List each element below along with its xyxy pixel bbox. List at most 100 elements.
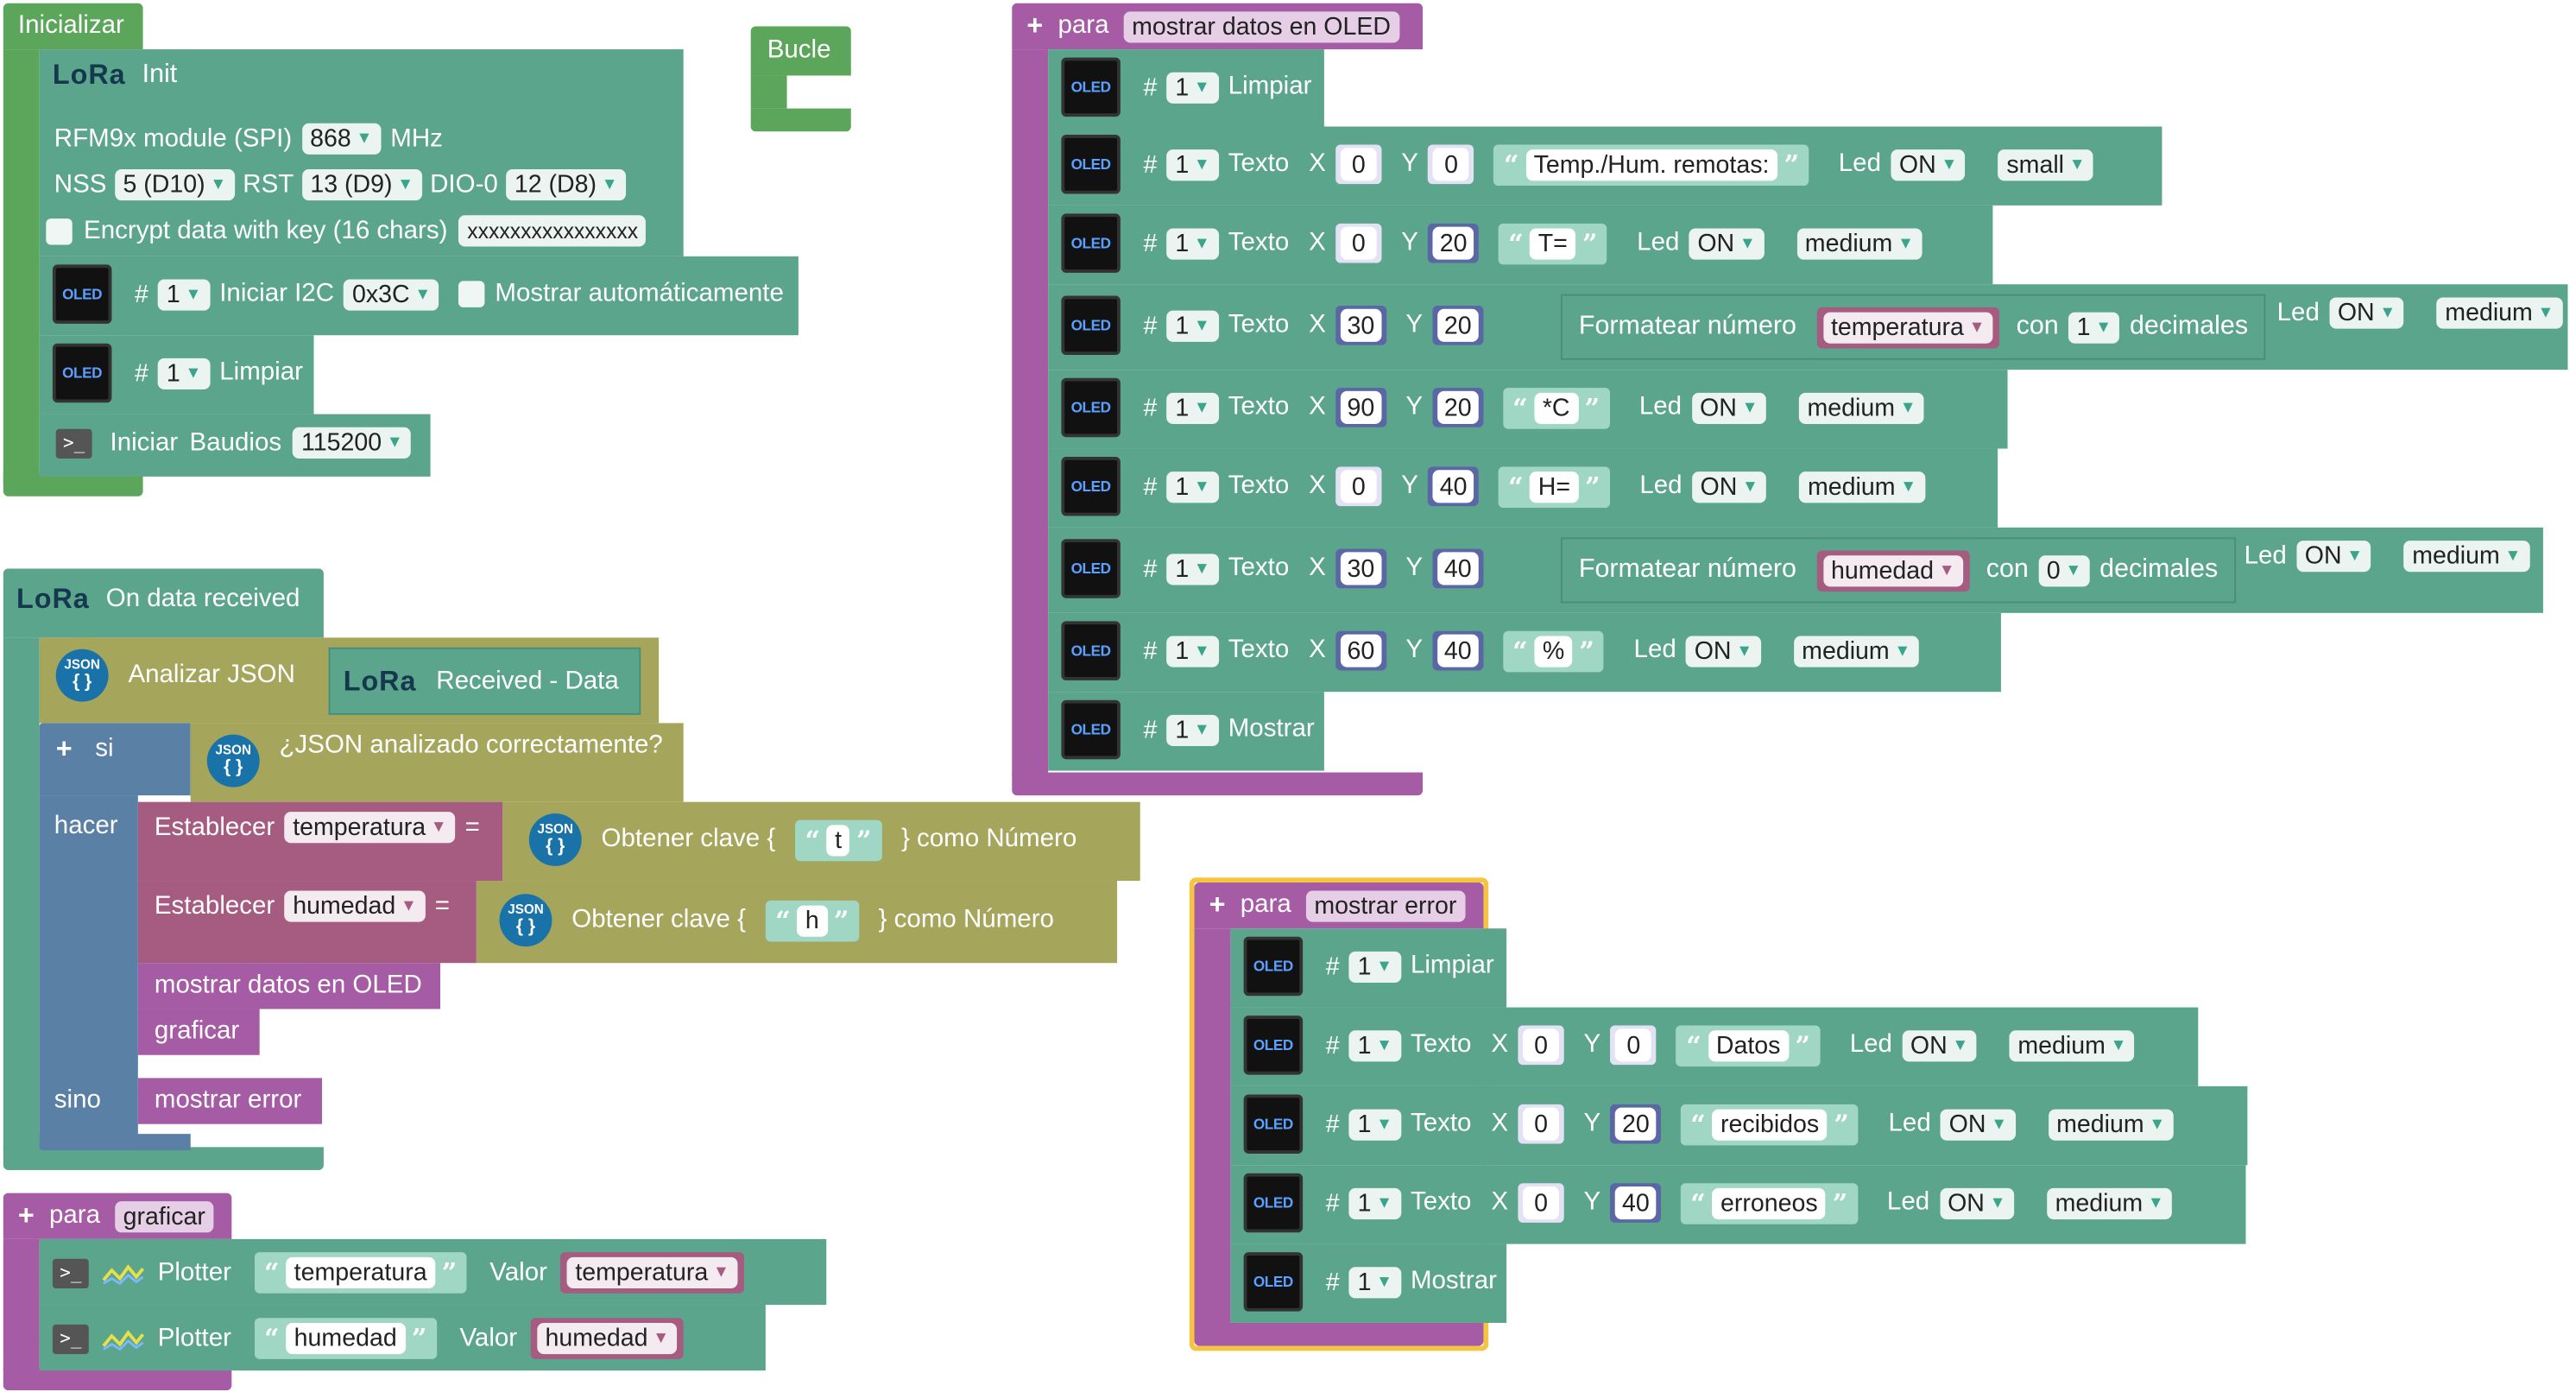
- y-number-block[interactable]: 20: [1610, 1104, 1662, 1144]
- key-string-block[interactable]: “h”: [765, 899, 859, 941]
- oled-show-block[interactable]: OLED#1▼ Mostrar: [1048, 692, 1324, 771]
- oled-text-row-1[interactable]: OLED#1▼ Texto X 0 Y 20 “recibidos” Led O…: [1230, 1085, 2248, 1166]
- text-string-block[interactable]: “Datos”: [1676, 1024, 1821, 1066]
- loop-block[interactable]: Bucle: [750, 26, 851, 76]
- lora-init-block[interactable]: LoRa Init RFM9x module (SPI) 868▼ MHz NS…: [39, 49, 684, 256]
- y-number-block[interactable]: 40: [1432, 548, 1483, 589]
- decimals-dropdown[interactable]: 1▼: [2068, 311, 2120, 343]
- oled-clear-block[interactable]: OLED # 1▼ Limpiar: [39, 335, 314, 414]
- plotter-row-0[interactable]: >_ Plotter “temperatura” Valor temperatu…: [39, 1238, 827, 1306]
- variable-dropdown[interactable]: humedad▼: [284, 890, 426, 922]
- oled-num-dropdown[interactable]: 1▼: [158, 357, 210, 389]
- text-string-block[interactable]: “*C”: [1502, 387, 1610, 428]
- x-number-value[interactable]: 0: [1340, 226, 1377, 260]
- text-string-value[interactable]: H=: [1530, 471, 1579, 503]
- font-size-dropdown[interactable]: medium▼: [1798, 391, 1925, 424]
- x-number-value[interactable]: 30: [1340, 308, 1381, 342]
- rfm-freq-dropdown[interactable]: 868▼: [301, 123, 381, 155]
- oled-text-row-0[interactable]: OLED#1▼ Texto X 0 Y 0 “Temp./Hum. remota…: [1048, 126, 2162, 206]
- function-name-field[interactable]: mostrar error: [1305, 889, 1465, 921]
- get-key-t-block[interactable]: JSON{ } Obtener clave { “t” } como Númer…: [502, 801, 1140, 882]
- font-size-dropdown[interactable]: medium▼: [2009, 1029, 2135, 1061]
- init-hat-block[interactable]: Inicializar: [3, 3, 143, 50]
- y-number-value[interactable]: 20: [1437, 308, 1479, 342]
- plus-icon[interactable]: +: [1209, 889, 1226, 921]
- font-size-dropdown[interactable]: medium▼: [1799, 471, 1925, 503]
- x-number-block[interactable]: 0: [1335, 144, 1382, 185]
- text-string-block[interactable]: “erroneos”: [1680, 1182, 1858, 1224]
- oled-num-dropdown[interactable]: 1▼: [1166, 553, 1219, 585]
- led-dropdown[interactable]: ON▼: [2329, 297, 2404, 329]
- oled-clear-block[interactable]: OLED#1▼ Limpiar: [1048, 49, 1324, 129]
- font-size-dropdown[interactable]: medium▼: [2436, 297, 2562, 329]
- json-parsed-ok-block[interactable]: JSON{ } ¿JSON analizado correctamente?: [190, 723, 684, 802]
- x-number-block[interactable]: 30: [1335, 548, 1386, 589]
- led-dropdown[interactable]: ON▼: [2296, 541, 2371, 573]
- variable-block[interactable]: humedad▼: [530, 1318, 685, 1359]
- oled-clear-block[interactable]: OLED#1▼ Limpiar: [1230, 928, 1507, 1008]
- lora-on-received-hat[interactable]: LoRa On data received: [3, 568, 324, 638]
- function-plot-hat[interactable]: + para graficar: [3, 1193, 232, 1239]
- y-number-block[interactable]: 40: [1432, 630, 1483, 671]
- y-number-value[interactable]: 20: [1615, 1107, 1657, 1141]
- plotter-name-string[interactable]: “humedad”: [254, 1318, 437, 1359]
- x-number-block[interactable]: 0: [1518, 1183, 1564, 1223]
- y-number-block[interactable]: 0: [1610, 1025, 1657, 1066]
- y-number-block[interactable]: 40: [1610, 1183, 1662, 1223]
- plus-icon[interactable]: +: [17, 1199, 35, 1231]
- x-number-block[interactable]: 90: [1335, 388, 1386, 427]
- x-number-block[interactable]: 0: [1518, 1025, 1564, 1066]
- oled-text-row-0[interactable]: OLED#1▼ Texto X 0 Y 0 “Datos” Led ON▼ me…: [1230, 1007, 2199, 1086]
- oled-text-row-3[interactable]: OLED#1▼ Texto X 90 Y 20 “*C” Led ON▼ med…: [1048, 370, 2008, 449]
- y-number-value[interactable]: 40: [1433, 470, 1474, 503]
- oled-num-dropdown[interactable]: 1▼: [1166, 391, 1219, 424]
- led-dropdown[interactable]: ON▼: [1939, 1186, 2015, 1219]
- oled-num-dropdown[interactable]: 1▼: [1166, 149, 1219, 180]
- baud-dropdown[interactable]: 115200▼: [293, 427, 412, 459]
- y-number-block[interactable]: 20: [1432, 305, 1483, 345]
- text-string-block[interactable]: “recibidos”: [1680, 1103, 1859, 1145]
- y-number-value[interactable]: 40: [1615, 1186, 1657, 1220]
- text-string-block[interactable]: “%”: [1502, 630, 1605, 672]
- oled-text-row-5[interactable]: OLED#1▼ Texto X 30 Y 40 Formatear número…: [1048, 527, 2543, 613]
- y-number-block[interactable]: 20: [1432, 388, 1483, 427]
- x-number-value[interactable]: 30: [1340, 552, 1381, 585]
- led-dropdown[interactable]: ON▼: [1686, 635, 1761, 667]
- oled-text-row-2[interactable]: OLED#1▼ Texto X 0 Y 40 “erroneos” Led ON…: [1230, 1165, 2246, 1244]
- y-number-value[interactable]: 20: [1433, 226, 1474, 260]
- led-dropdown[interactable]: ON▼: [1891, 149, 1966, 180]
- y-number-value[interactable]: 40: [1437, 634, 1479, 668]
- function-show-oled-hat[interactable]: + para mostrar datos en OLED: [1012, 3, 1424, 50]
- oled-num-dropdown[interactable]: 1▼: [1166, 309, 1219, 341]
- oled-num-dropdown[interactable]: 1▼: [1349, 1266, 1401, 1298]
- variable-block[interactable]: temperatura▼: [1815, 306, 2000, 348]
- rst-dropdown[interactable]: 13 (D9)▼: [301, 169, 422, 201]
- x-number-value[interactable]: 60: [1340, 634, 1381, 668]
- key-h-value[interactable]: h: [797, 904, 828, 936]
- led-dropdown[interactable]: ON▼: [1691, 471, 1767, 503]
- led-dropdown[interactable]: ON▼: [1691, 391, 1766, 424]
- text-string-value[interactable]: Datos: [1708, 1029, 1789, 1061]
- y-number-value[interactable]: 20: [1437, 390, 1479, 424]
- led-dropdown[interactable]: ON▼: [1689, 227, 1765, 259]
- y-number-block[interactable]: 0: [1428, 144, 1474, 185]
- oled-text-row-2[interactable]: OLED#1▼ Texto X 30 Y 20 Formatear número…: [1048, 284, 2568, 370]
- call-show-error-block[interactable]: mostrar error: [137, 1078, 322, 1124]
- auto-show-checkbox[interactable]: [458, 281, 485, 307]
- key-string-block[interactable]: “t”: [795, 819, 882, 861]
- oled-num-dropdown[interactable]: 1▼: [1349, 1108, 1401, 1140]
- oled-num-dropdown[interactable]: 1▼: [1166, 635, 1219, 667]
- oled-num-dropdown[interactable]: 1▼: [1166, 713, 1219, 746]
- format-number-block[interactable]: Formatear número temperatura▼ con 1▼ dec…: [1560, 294, 2267, 360]
- x-number-value[interactable]: 0: [1523, 1028, 1560, 1062]
- font-size-dropdown[interactable]: medium▼: [2048, 1108, 2174, 1140]
- lora-received-data-block[interactable]: LoRa Received - Data: [328, 647, 641, 715]
- x-number-block[interactable]: 0: [1335, 223, 1382, 263]
- y-number-value[interactable]: 0: [1433, 148, 1469, 181]
- if-else-block[interactable]: + si: [39, 723, 191, 796]
- oled-num-dropdown[interactable]: 1▼: [1349, 1029, 1401, 1061]
- oled-show-block[interactable]: OLED#1▼ Mostrar: [1230, 1243, 1507, 1323]
- text-string-value[interactable]: %: [1534, 635, 1573, 667]
- oled-init-i2c-block[interactable]: OLED # 1▼ Iniciar I2C 0x3C▼ Mostrar auto…: [39, 256, 799, 336]
